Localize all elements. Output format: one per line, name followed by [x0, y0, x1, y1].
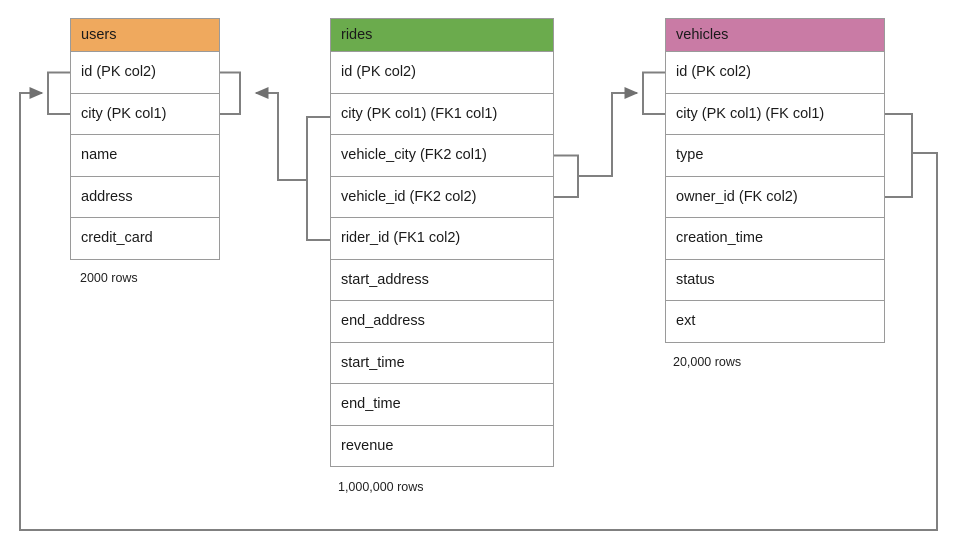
column-label: type [676, 147, 704, 163]
table-vehicles-header: vehicles [665, 18, 885, 52]
column-label: vehicle_city (FK2 col1) [341, 147, 487, 163]
wire-vehicles-right-bracket-fk [885, 113, 913, 198]
column-label: start_address [341, 271, 429, 288]
table-rides-row-count: 1,000,000 rows [338, 480, 424, 494]
column-label: name [81, 147, 118, 163]
column-label: status [676, 271, 715, 288]
table-users-title: users [81, 27, 117, 43]
table-vehicles-column-id[interactable]: id (PK col2) [665, 52, 885, 94]
wire-users-left-bracket [47, 71, 70, 115]
table-vehicles-column-owner-id[interactable]: owner_id (FK col2) [665, 176, 885, 218]
table-rides-header: rides [330, 18, 554, 52]
table-users-header: users [70, 18, 220, 52]
wire-vehicles-left-bracket [642, 71, 665, 115]
table-users-column-address[interactable]: address [70, 176, 220, 218]
column-label: revenue [341, 437, 394, 454]
table-users-row-count: 2000 rows [80, 271, 138, 285]
table-rides-column-vehicle-id[interactable]: vehicle_id (FK2 col2) [330, 176, 554, 218]
table-rides-column-revenue[interactable]: revenue [330, 425, 554, 467]
table-users-column-credit-card[interactable]: credit_card [70, 218, 220, 260]
column-label: end_time [341, 396, 401, 412]
wire-fk2-rides-to-vehicles [578, 86, 639, 177]
wire-users-right-bracket [220, 71, 241, 115]
table-rides-column-end-time[interactable]: end_time [330, 384, 554, 426]
table-vehicles-column-type[interactable]: type [665, 135, 885, 177]
table-vehicles-column-ext[interactable]: ext [665, 301, 885, 343]
column-label: vehicle_id (FK2 col2) [341, 188, 477, 205]
column-label: start_time [341, 354, 405, 371]
table-rides-column-start-address[interactable]: start_address [330, 259, 554, 301]
table-vehicles-column-city[interactable]: city (PK col1) (FK col1) [665, 93, 885, 135]
column-label: owner_id (FK col2) [676, 188, 798, 205]
table-rides-title: rides [341, 27, 373, 43]
wire-fk1-rides-to-users [254, 86, 307, 181]
column-label: id (PK col2) [341, 64, 416, 80]
table-users-column-id[interactable]: id (PK col2) [70, 52, 220, 94]
table-vehicles[interactable]: vehicles id (PK col2) city (PK col1) (FK… [665, 18, 885, 343]
table-users-column-name[interactable]: name [70, 135, 220, 177]
wire-rides-left-bracket-fk1 [306, 116, 330, 241]
column-label: id (PK col2) [81, 64, 156, 80]
column-label: city (PK col1) (FK col1) [676, 105, 825, 122]
table-rides-column-vehicle-city[interactable]: vehicle_city (FK2 col1) [330, 135, 554, 177]
table-rides-column-id[interactable]: id (PK col2) [330, 52, 554, 94]
table-rides-column-rider-id[interactable]: rider_id (FK1 col2) [330, 218, 554, 260]
column-label: ext [676, 313, 696, 329]
table-rides-column-start-time[interactable]: start_time [330, 342, 554, 384]
column-label: city (PK col1) (FK1 col1) [341, 105, 498, 122]
column-label: end_address [341, 313, 425, 329]
table-vehicles-row-count: 20,000 rows [673, 355, 742, 369]
column-label: rider_id (FK1 col2) [341, 230, 461, 246]
table-vehicles-column-creation-time[interactable]: creation_time [665, 218, 885, 260]
table-rides-column-end-address[interactable]: end_address [330, 301, 554, 343]
table-rides-column-city[interactable]: city (PK col1) (FK1 col1) [330, 93, 554, 135]
column-label: id (PK col2) [676, 64, 751, 80]
table-users-column-city[interactable]: city (PK col1) [70, 93, 220, 135]
column-label: creation_time [676, 230, 764, 246]
table-users[interactable]: users id (PK col2) city (PK col1) name a… [70, 18, 220, 260]
column-label: city (PK col1) [81, 105, 167, 122]
table-vehicles-title: vehicles [676, 27, 729, 43]
column-label: address [81, 188, 133, 205]
table-vehicles-column-status[interactable]: status [665, 259, 885, 301]
wire-rides-right-bracket-fk2 [554, 154, 579, 198]
column-label: credit_card [81, 230, 153, 246]
table-rides[interactable]: rides id (PK col2) city (PK col1) (FK1 c… [330, 18, 554, 467]
